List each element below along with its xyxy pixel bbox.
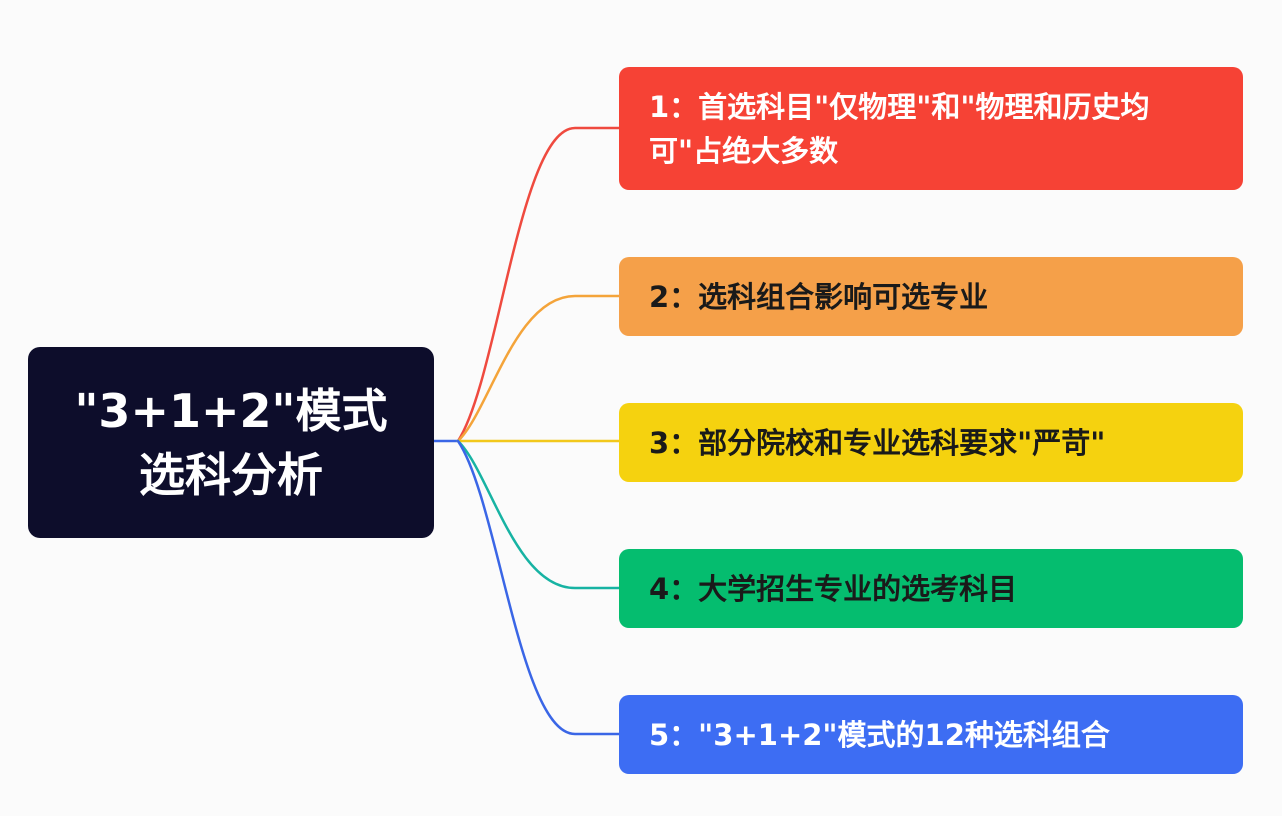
branch-label: 3：部分院校和专业选科要求"严苛" xyxy=(649,425,1106,460)
branch-label: 4：大学招生专业的选考科目 xyxy=(649,571,1018,606)
branch-label: 5："3+1+2"模式的12种选科组合 xyxy=(649,717,1110,752)
connector-4 xyxy=(456,439,621,590)
connector-5 xyxy=(456,439,621,736)
connector-2 xyxy=(456,294,621,443)
root-title-line-1: "3+1+2"模式 xyxy=(74,383,388,438)
branch-label: 1：首选科目"仅物理"和"物理和历史均可"占绝大多数 xyxy=(649,89,1150,168)
branch-node-3: 3：部分院校和专业选科要求"严苛" xyxy=(619,403,1243,482)
branch-node-4: 4：大学招生专业的选考科目 xyxy=(619,549,1243,628)
branch-label: 2：选科组合影响可选专业 xyxy=(649,279,989,314)
root-title-line-2: 选科分析 xyxy=(139,447,323,502)
connector-1 xyxy=(456,126,621,443)
branch-node-5: 5："3+1+2"模式的12种选科组合 xyxy=(619,695,1243,774)
branch-node-1: 1：首选科目"仅物理"和"物理和历史均可"占绝大多数 xyxy=(619,67,1243,190)
branch-node-2: 2：选科组合影响可选专业 xyxy=(619,257,1243,336)
root-node: "3+1+2"模式 选科分析 xyxy=(28,347,434,538)
